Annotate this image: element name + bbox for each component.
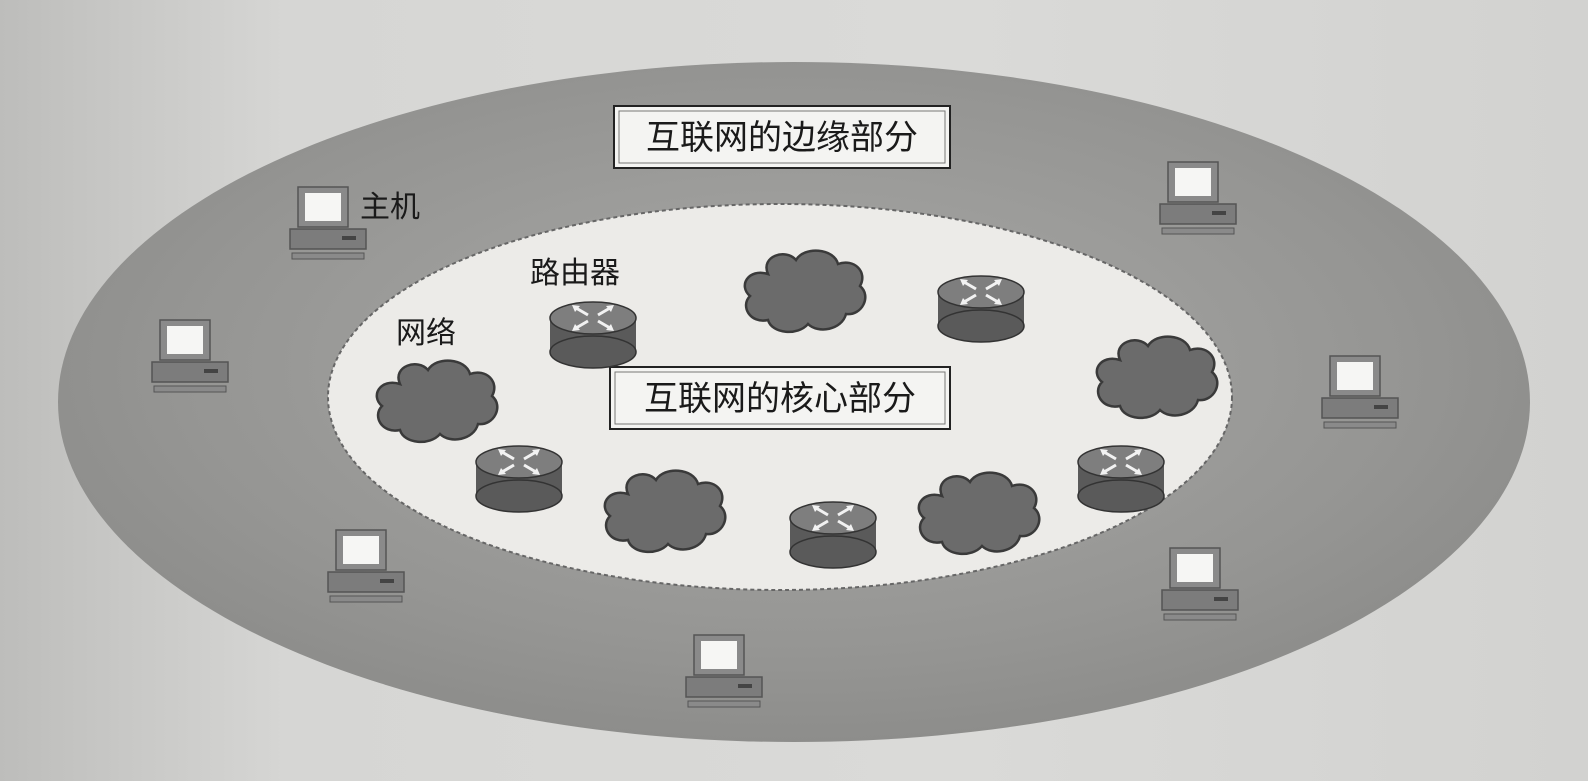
network-label: 网络 bbox=[396, 316, 456, 351]
router-icon bbox=[936, 274, 1026, 344]
edge-title-box: 互联网的边缘部分 bbox=[613, 105, 951, 169]
core-title: 互联网的核心部分 bbox=[644, 379, 916, 419]
router-icon bbox=[548, 300, 638, 370]
core-title-box: 互联网的核心部分 bbox=[609, 366, 951, 430]
router-icon bbox=[474, 444, 564, 514]
edge-title: 互联网的边缘部分 bbox=[646, 118, 918, 158]
host-label: 主机 bbox=[360, 190, 420, 225]
router-icon bbox=[1076, 444, 1166, 514]
router-label: 路由器 bbox=[530, 256, 620, 291]
router-icon bbox=[788, 500, 878, 570]
